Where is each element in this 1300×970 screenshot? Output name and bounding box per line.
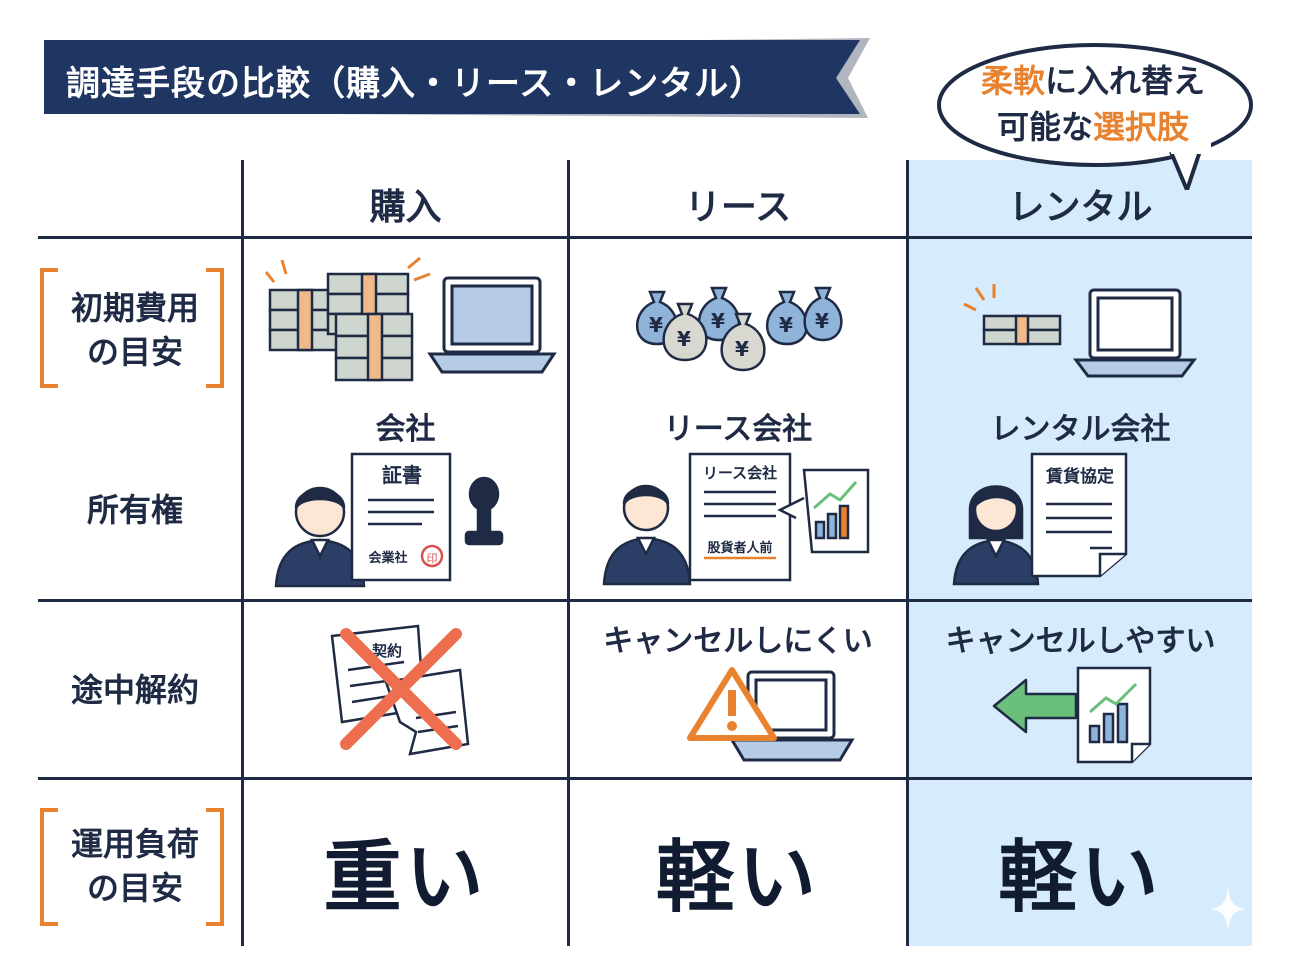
column-header-purchase: 購入 <box>369 187 442 228</box>
title-banner-shape <box>44 38 870 118</box>
row-label-cancellation: 途中解約 <box>70 671 199 709</box>
callout-text: 柔軟に入れ替え 可能な選択肢 <box>935 58 1251 150</box>
svg-text:¥: ¥ <box>711 309 725 333</box>
lease-document-footer: 股貨者人前 <box>707 540 772 556</box>
callout-accent-choice: 選択肢 <box>1093 108 1190 146</box>
lease-ownership-illustration: リース会社 股貨者人前 <box>602 452 870 586</box>
purchase-cost-illustration <box>264 256 557 382</box>
bracket-left-operation <box>40 808 58 926</box>
chart-doc-icon <box>777 468 870 554</box>
column-header-lease: リース <box>684 187 792 228</box>
grid-line-col3 <box>906 160 909 946</box>
ownership-purchase-label: 会社 <box>375 412 436 447</box>
row-label-operation: 運用負荷 の目安 <box>70 825 199 907</box>
laptop-icon <box>729 670 855 762</box>
svg-text:¥: ¥ <box>815 309 829 333</box>
shine-lines-icon <box>264 256 431 283</box>
ownership-lease-label: リース会社 <box>663 412 813 447</box>
certificate-title: 証書 <box>382 463 422 487</box>
svg-text:¥: ¥ <box>649 313 663 337</box>
grid-line-col2 <box>567 160 570 946</box>
contract-title: 契約 <box>371 642 402 660</box>
column-header-rental: レンタル <box>1008 187 1153 228</box>
title-banner: 調達手段の比較（購入・リース・レンタル） <box>40 38 870 120</box>
person-icon <box>274 486 366 588</box>
operation-purchase-value: 重い <box>323 833 488 923</box>
warning-icon <box>687 667 777 741</box>
rental-cost-illustration <box>963 284 1197 378</box>
cancellation-rental-label: キャンセルしやすい <box>945 624 1216 659</box>
lease-document-title: リース会社 <box>703 464 777 482</box>
purchase-ownership-illustration: 証書 会業社 印 <box>274 452 504 588</box>
operation-lease-value: 軽い <box>655 833 820 923</box>
callout-text-1: に入れ替え <box>1045 62 1206 100</box>
grid-line-header <box>38 236 1252 239</box>
operation-rental-value: 軽い <box>998 833 1163 923</box>
rental-ownership-illustration: 賃貨協定 <box>952 452 1128 586</box>
certificate-seal-text: 印 <box>427 552 438 565</box>
rental-cancellation-illustration <box>992 666 1152 764</box>
lease-cancellation-illustration <box>687 667 855 762</box>
grid-line-row3 <box>38 777 1252 780</box>
person-icon <box>952 485 1040 586</box>
certificate-footer: 会業社 <box>368 550 407 566</box>
arrow-left-icon <box>992 678 1078 734</box>
grid-line-row2 <box>38 599 1252 602</box>
svg-text:¥: ¥ <box>677 327 691 351</box>
purchase-cancellation-illustration: 契約 <box>330 624 470 756</box>
agreement-document-icon <box>1030 452 1128 578</box>
lease-cost-illustration: ¥ ¥ ¥ ¥ ¥ ¥ <box>635 286 843 372</box>
row-label-ownership: 所有権 <box>86 491 183 529</box>
bracket-left-initial <box>40 268 58 388</box>
lease-document-icon <box>688 452 792 582</box>
stamp-icon <box>464 476 504 546</box>
cancellation-lease-label: キャンセルしにくい <box>603 624 873 659</box>
person-icon <box>602 484 692 586</box>
callout-text-2: 可能な <box>996 108 1093 146</box>
svg-text:¥: ¥ <box>779 313 793 337</box>
shine-lines-icon <box>963 284 996 312</box>
yen-bag-icon: ¥ ¥ ¥ ¥ ¥ ¥ <box>635 286 843 372</box>
laptop-icon <box>427 276 557 374</box>
agreement-document-title: 賃貨協定 <box>1045 466 1114 487</box>
sparkle-icon <box>1210 887 1246 931</box>
row-label-initial-cost: 初期費用 の目安 <box>70 289 199 371</box>
cross-icon <box>340 628 462 750</box>
money-stack-icon <box>982 314 1062 346</box>
bracket-right-initial <box>206 268 224 388</box>
grid-line-col1 <box>241 160 244 946</box>
svg-text:¥: ¥ <box>735 337 749 361</box>
ownership-rental-label: レンタル会社 <box>990 412 1171 447</box>
certificate-icon <box>350 452 452 582</box>
money-stack-icon <box>268 272 414 382</box>
bracket-right-operation <box>206 808 224 926</box>
callout-bubble: 柔軟に入れ替え 可能な選択肢 <box>935 40 1275 192</box>
chart-doc-icon <box>1076 666 1152 764</box>
laptop-icon <box>1073 288 1197 378</box>
speech-bubble-shape <box>937 43 1253 192</box>
callout-accent-flexible: 柔軟 <box>980 62 1045 100</box>
page-title: 調達手段の比較（購入・リース・レンタル） <box>66 64 765 104</box>
